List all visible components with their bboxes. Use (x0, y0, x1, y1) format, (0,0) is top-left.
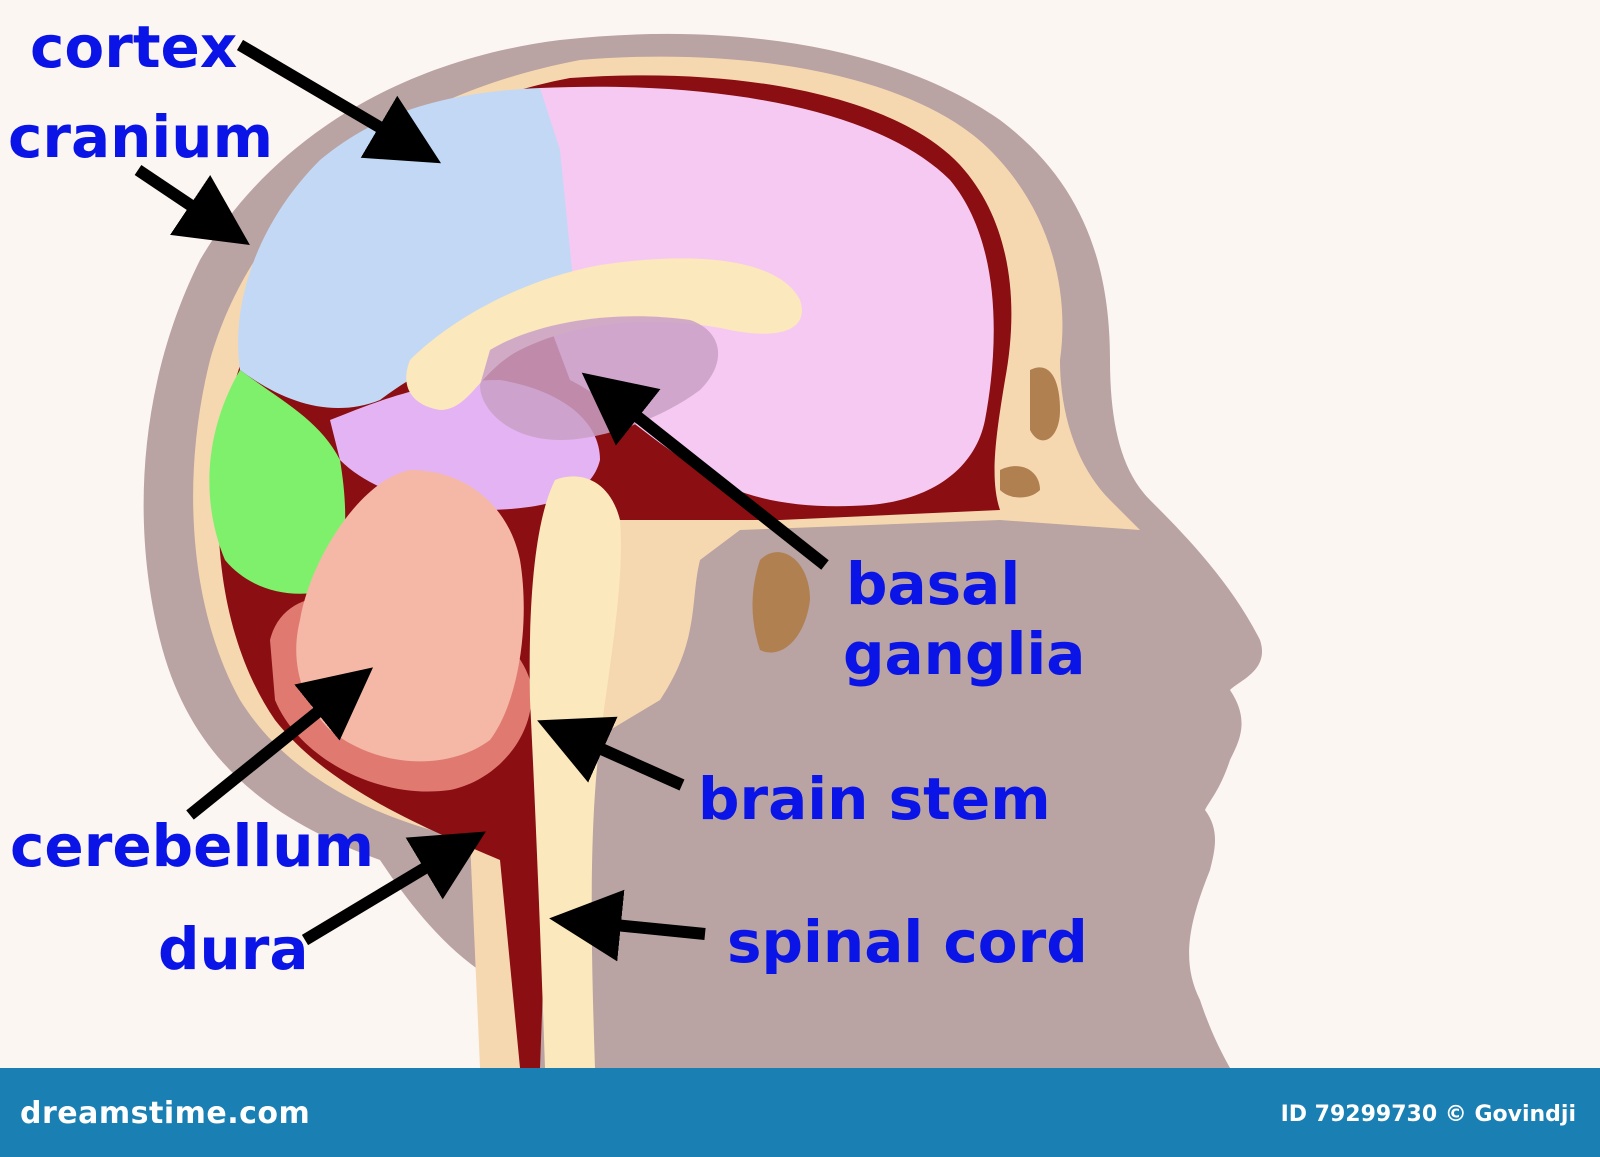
label-cranium: cranium (8, 103, 274, 171)
label-basal: basal (846, 550, 1021, 618)
label-cortex: cortex (30, 13, 238, 81)
diagram-stage: cortex cranium basal ganglia brain stem … (8, 13, 1263, 1069)
arrow-basal-ganglia (581, 372, 829, 570)
head-brain-illustration (134, 33, 1263, 1069)
footer-bar: dreamstime.com ID 79299730 © Govindji (0, 1068, 1600, 1157)
sinus-patch-3 (752, 552, 810, 653)
arrow-cranium (134, 165, 250, 246)
label-cerebellum: cerebellum (10, 812, 375, 880)
sinus-patch-1 (1030, 367, 1060, 441)
arrow-dura (301, 831, 486, 946)
occipital-lobe (209, 370, 346, 594)
arrow-brain-stem (537, 716, 685, 791)
footer-credit: ID 79299730 © Govindji (1280, 1102, 1576, 1127)
footer-brand[interactable]: dreamstime.com (20, 1096, 311, 1131)
corpus-callosum (406, 258, 802, 410)
arrow-spinal-cord (549, 889, 706, 962)
arrow-cerebellum (186, 667, 374, 820)
label-brain-stem: brain stem (698, 765, 1051, 833)
sinus-patch-2 (1000, 466, 1040, 498)
arrow-cortex (236, 39, 442, 164)
label-spinal-cord: spinal cord (727, 908, 1088, 976)
label-ganglia: ganglia (843, 620, 1086, 688)
label-dura: dura (158, 915, 309, 983)
